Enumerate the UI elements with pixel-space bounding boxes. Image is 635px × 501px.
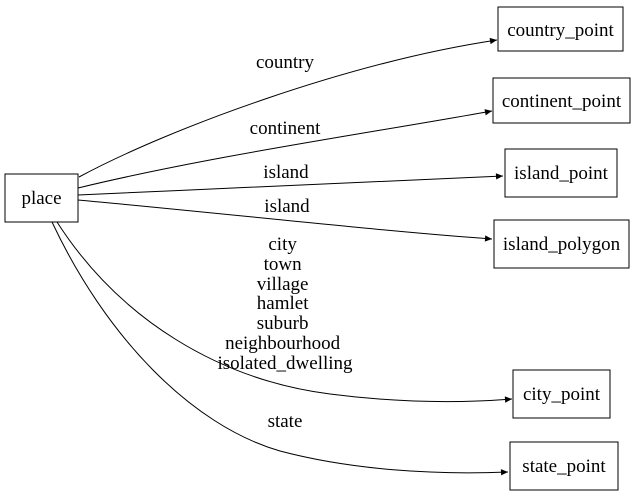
node-country-point-label: country_point (507, 20, 614, 41)
node-country-point-box (497, 6, 624, 52)
edge-place-island-point (77, 173, 504, 196)
edge-label-city-line-5: neighbourhood (225, 333, 341, 354)
node-place-label: place (21, 188, 61, 209)
edge-label-island-polygon: island (264, 196, 310, 217)
node-place: place (4, 173, 79, 223)
node-island-point-box (504, 148, 618, 198)
node-island-polygon-box (493, 219, 630, 269)
node-island-point: island_point (504, 148, 618, 198)
edge-place-city-point (56, 221, 513, 403)
node-place-box (4, 173, 79, 223)
edge-label-country: country (256, 52, 315, 73)
node-city-point-label: city_point (523, 384, 601, 405)
edge-label-state: state (268, 411, 303, 432)
node-island-point-label: island_point (514, 163, 609, 184)
node-city-point: city_point (512, 369, 611, 419)
node-island-polygon-label: island_polygon (503, 234, 621, 255)
node-continent-point-label: continent_point (502, 91, 622, 112)
node-continent-point: continent_point (492, 77, 631, 124)
edge-label-city-line-4: suburb (257, 313, 309, 334)
node-state-point-label: state_point (522, 456, 606, 477)
node-state-point-box (509, 441, 619, 491)
edge-label-city-line-6: isolated_dwelling (217, 353, 353, 374)
node-city-point-box (512, 369, 611, 419)
node-continent-point-box (492, 77, 631, 124)
edge-label-city-line-0: city (268, 234, 297, 255)
edge-label-city-line-1: town (264, 254, 303, 275)
edge-label-continent: continent (250, 118, 321, 139)
edge-place-continent-point (77, 109, 493, 189)
edge-label-city-line-2: village (257, 274, 309, 295)
edge-label-city-line-3: hamlet (257, 293, 309, 314)
node-state-point: state_point (509, 441, 619, 491)
edge-place-island-polygon (77, 199, 493, 242)
node-country-point: country_point (497, 6, 624, 52)
edge-place-country-point (78, 37, 498, 178)
node-island-polygon: island_polygon (493, 219, 630, 269)
edge-label-city-point: city town village hamlet suburb neighbou… (217, 234, 353, 374)
edge-label-island-point: island (263, 162, 309, 183)
edge-place-state-point (51, 221, 509, 476)
